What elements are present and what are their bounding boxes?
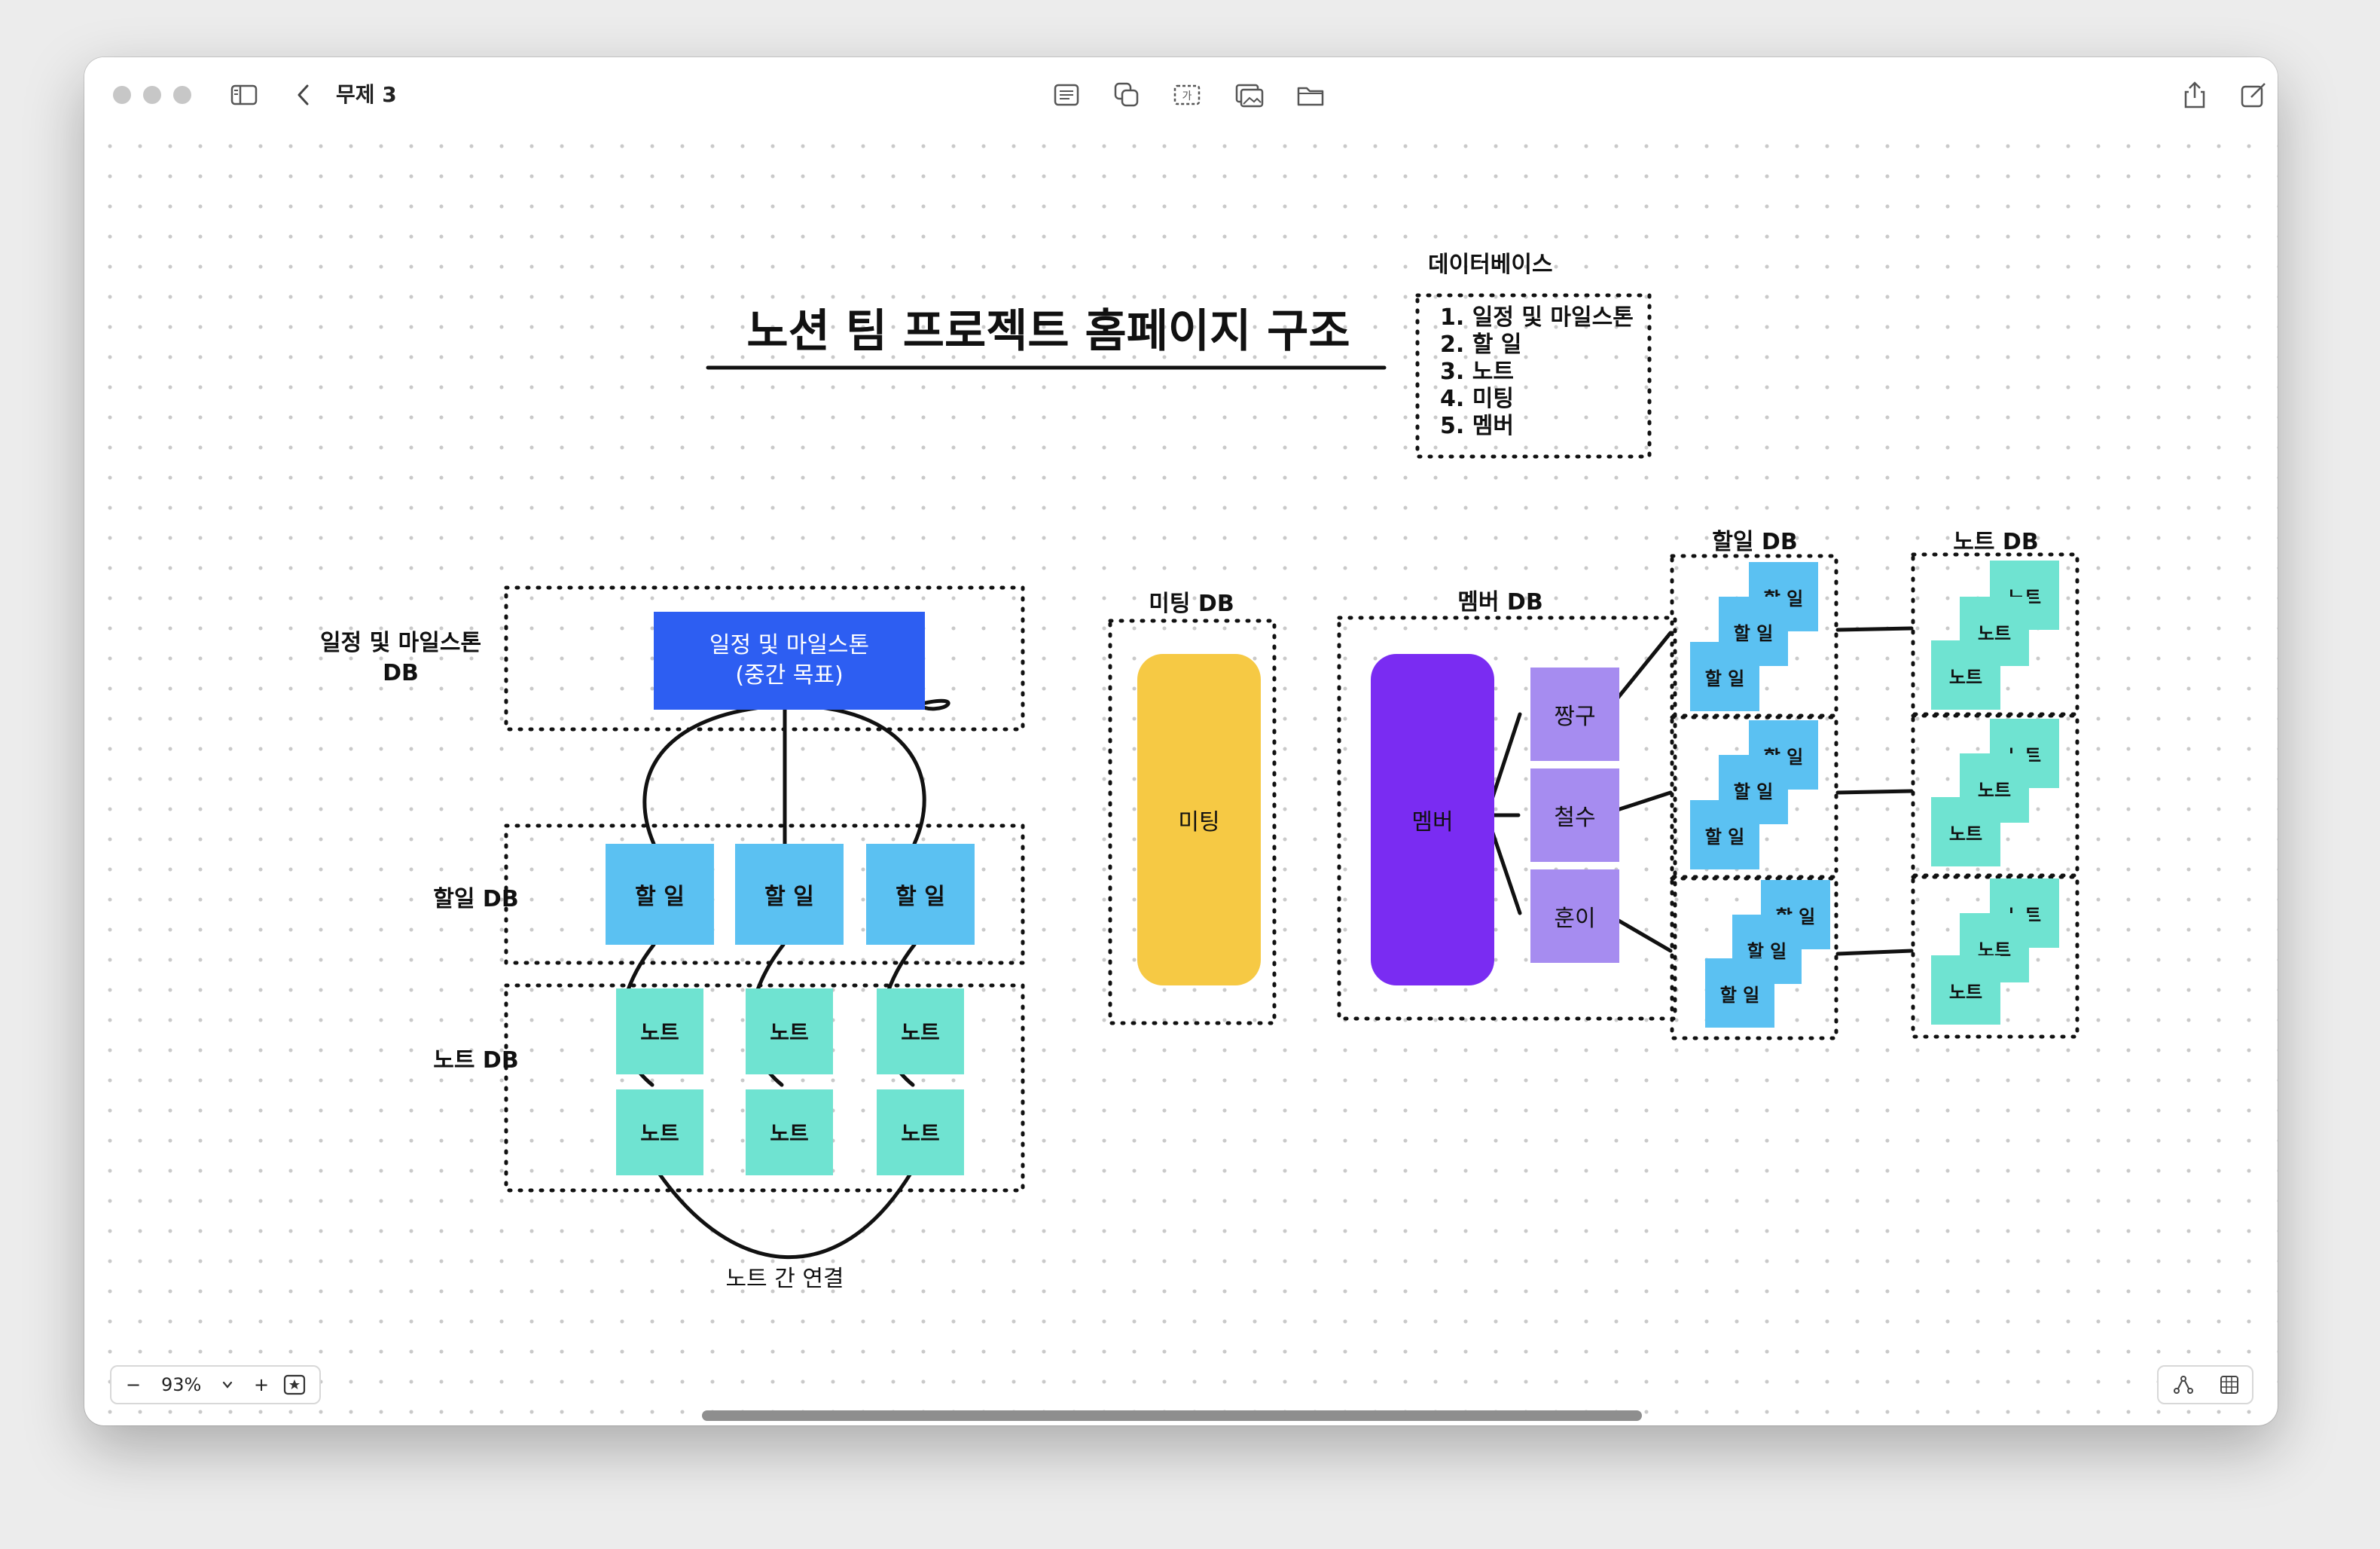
zoom-in-button[interactable]: + — [253, 1374, 270, 1395]
todo-sticky[interactable]: 할 일 — [1690, 800, 1759, 869]
note-frame — [504, 983, 1025, 1193]
todo-db-group-label[interactable]: 할일 DB — [1712, 529, 1798, 555]
title-bar: 무제 3 가 — [84, 57, 2278, 133]
todo-sticky[interactable]: 할 일 — [1705, 958, 1774, 1028]
chevron-down-icon[interactable] — [221, 1379, 233, 1391]
member-db-label[interactable]: 멤버 DB — [1457, 589, 1543, 616]
shapes-icon[interactable] — [1112, 80, 1142, 110]
share-icon[interactable] — [2180, 80, 2210, 110]
note-group-frame — [1911, 875, 2079, 1039]
db-list-item: 3. 노트 — [1440, 359, 1514, 385]
todo-sticky[interactable]: 할 일 — [1732, 915, 1802, 984]
person-sticky[interactable]: 훈이 — [1530, 869, 1619, 963]
todo-sticky[interactable]: 할 일 — [866, 844, 975, 945]
text-box-icon[interactable]: 가 — [1172, 80, 1202, 110]
todo-sticky[interactable]: 할 일 — [1690, 642, 1759, 711]
note-sticky[interactable]: 노트 — [746, 1089, 833, 1175]
db-list-item: 2. 할 일 — [1440, 331, 1522, 358]
minimize-button[interactable] — [143, 86, 161, 104]
meeting-box[interactable]: 미팅 — [1137, 654, 1261, 985]
document-title[interactable]: 무제 3 — [336, 82, 397, 107]
member-frame — [1337, 616, 1677, 1021]
media-icon[interactable] — [1234, 80, 1264, 110]
note-sticky[interactable]: 노트 — [1931, 640, 2000, 710]
bottom-right-controls — [2157, 1365, 2253, 1404]
folder-icon[interactable] — [1295, 80, 1326, 110]
horizontal-scrollbar[interactable] — [702, 1410, 1642, 1421]
note-sticky[interactable]: 노트 — [616, 988, 703, 1074]
todo-db-label[interactable]: 할일 DB — [433, 886, 519, 912]
db-list-item: 4. 미팅 — [1440, 386, 1514, 412]
text-block-icon[interactable] — [1051, 80, 1082, 110]
freeform-window: 무제 3 가 — [84, 57, 2278, 1425]
member-box[interactable]: 멤버 — [1371, 654, 1494, 985]
db-list-heading[interactable]: 데이터베이스 — [1428, 252, 1553, 278]
note-sticky[interactable]: 노트 — [1931, 955, 2000, 1025]
note-group-frame — [1911, 713, 2079, 878]
zoom-level[interactable]: 93% — [161, 1374, 202, 1395]
note-sticky[interactable]: 노트 — [616, 1089, 703, 1175]
note-link-label[interactable]: 노트 간 연결 — [725, 1266, 844, 1292]
zoom-button[interactable] — [173, 86, 191, 104]
db-list-item: 5. 멤버 — [1440, 413, 1514, 439]
zoom-control: − 93% + — [110, 1365, 321, 1404]
connector-line — [656, 1170, 914, 1260]
milestone-db-label[interactable]: 일정 및 마일스톤 DB — [310, 628, 491, 689]
todo-sticky[interactable]: 할 일 — [606, 844, 714, 945]
milestone-box-line1: 일정 및 마일스톤 — [709, 632, 870, 658]
db-list-frame — [1415, 293, 1652, 459]
note-group-frame — [1911, 552, 2079, 716]
connector-line — [1835, 789, 1914, 795]
note-sticky[interactable]: 노트 — [746, 988, 833, 1074]
milestone-frame — [504, 585, 1025, 732]
grid-icon[interactable] — [2219, 1374, 2240, 1395]
milestone-db-label-line1: 일정 및 마일스톤 — [319, 630, 482, 656]
todo-group-frame — [1670, 554, 1838, 718]
person-sticky[interactable]: 짱구 — [1530, 668, 1619, 761]
todo-group-frame — [1670, 715, 1838, 879]
milestone-box-line2: (중간 목표) — [735, 662, 844, 689]
db-list[interactable]: 1. 일정 및 마일스톤 2. 할 일 3. 노트 4. 미팅 5. 멤버 — [1440, 304, 1643, 440]
connector-line — [642, 703, 787, 846]
svg-text:가: 가 — [1182, 90, 1192, 102]
note-db-group-label[interactable]: 노트 DB — [1953, 529, 2039, 555]
person-sticky[interactable]: 철수 — [1530, 768, 1619, 862]
share-graph-icon[interactable] — [2172, 1374, 2195, 1395]
note-db-label[interactable]: 노트 DB — [433, 1047, 519, 1074]
milestone-db-label-line2: DB — [383, 660, 419, 686]
zoom-out-button[interactable]: − — [125, 1374, 142, 1395]
milestone-box[interactable]: 일정 및 마일스톤 (중간 목표) — [654, 612, 925, 710]
star-box-icon[interactable] — [283, 1374, 306, 1395]
connector-line — [1835, 949, 1914, 956]
compose-icon[interactable] — [2238, 80, 2269, 110]
note-sticky[interactable]: 노트 — [877, 988, 964, 1074]
todo-group-frame — [1670, 876, 1838, 1040]
close-button[interactable] — [113, 86, 131, 104]
meeting-db-label[interactable]: 미팅 DB — [1149, 591, 1234, 617]
note-sticky[interactable]: 노트 — [1931, 797, 2000, 866]
chevron-left-icon[interactable] — [289, 80, 319, 110]
db-list-item: 1. 일정 및 마일스톤 — [1440, 304, 1634, 331]
sidebar-toggle-icon[interactable] — [229, 80, 259, 110]
board-title[interactable]: 노션 팀 프로젝트 홈페이지 구조 — [746, 305, 1350, 358]
note-sticky[interactable]: 노트 — [877, 1089, 964, 1175]
todo-sticky[interactable]: 할 일 — [735, 844, 844, 945]
connector-line — [783, 703, 926, 846]
connector-line — [1835, 626, 1914, 632]
